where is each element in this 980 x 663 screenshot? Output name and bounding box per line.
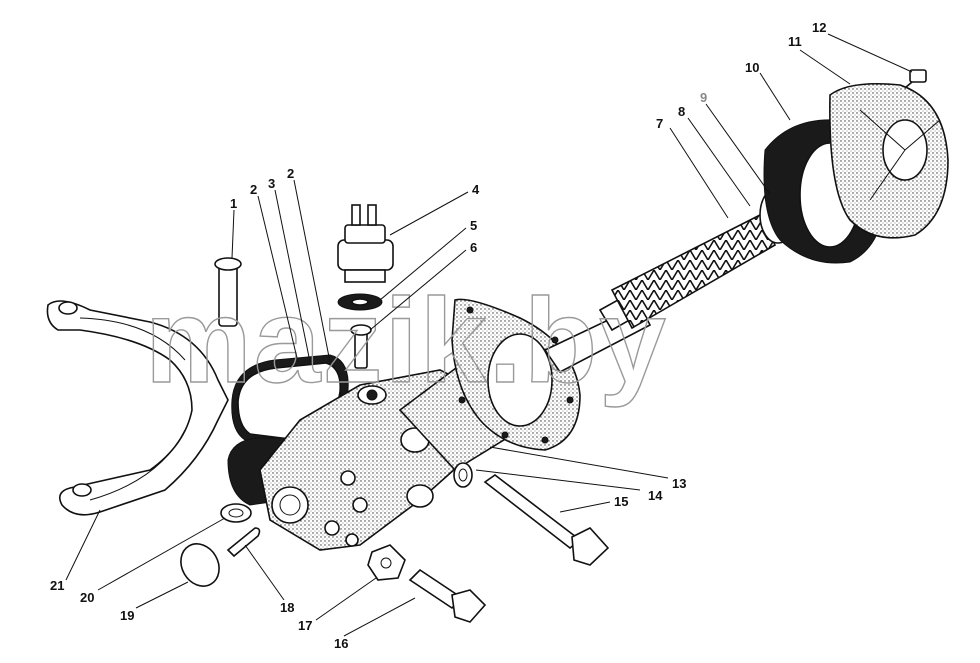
- long-bolt-part: [483, 474, 610, 566]
- callout-10: 10: [745, 60, 759, 75]
- callout-12: 12: [812, 20, 826, 35]
- callout-20: 20: [80, 590, 94, 605]
- cap-part: [180, 543, 220, 587]
- leader-lines: [65, 33, 913, 637]
- callout-labels: 1 2 3 2 4 5 6 7 8 9 10 11 12 13 14 15 16…: [50, 20, 826, 651]
- callout-14: 14: [648, 488, 663, 503]
- callout-9: 9: [700, 90, 707, 105]
- callout-5: 5: [470, 218, 477, 233]
- cylinder-tube-with-flange: [398, 298, 581, 472]
- callout-13: 13: [672, 476, 686, 491]
- callout-2a: 2: [250, 182, 257, 197]
- callout-21: 21: [50, 578, 64, 593]
- callout-4: 4: [472, 182, 480, 197]
- fork-lever-part: [46, 300, 229, 516]
- callout-7: 7: [656, 116, 663, 131]
- callout-3: 3: [268, 176, 275, 191]
- spring-part: [610, 213, 777, 330]
- cotter-pin-part: [226, 527, 261, 558]
- nut-part: [367, 544, 406, 581]
- callout-15: 15: [614, 494, 628, 509]
- short-bolt-part: [408, 568, 487, 623]
- callout-18: 18: [280, 600, 294, 615]
- callout-8: 8: [678, 104, 685, 119]
- washers-and-fitting: [337, 293, 383, 369]
- watermark: mazik.by: [145, 274, 668, 408]
- screw-part: [904, 69, 927, 89]
- callout-16: 16: [334, 636, 348, 651]
- sensor-switch-part: [337, 204, 394, 283]
- callout-17: 17: [298, 618, 312, 633]
- callout-1: 1: [230, 196, 237, 211]
- washer-part: [453, 462, 473, 488]
- pin-part: [214, 257, 242, 327]
- callout-11: 11: [788, 34, 802, 49]
- callout-19: 19: [120, 608, 134, 623]
- cover-part: [829, 82, 949, 239]
- callout-6: 6: [470, 240, 477, 255]
- callout-2b: 2: [287, 166, 294, 181]
- flat-washer-part: [220, 503, 252, 523]
